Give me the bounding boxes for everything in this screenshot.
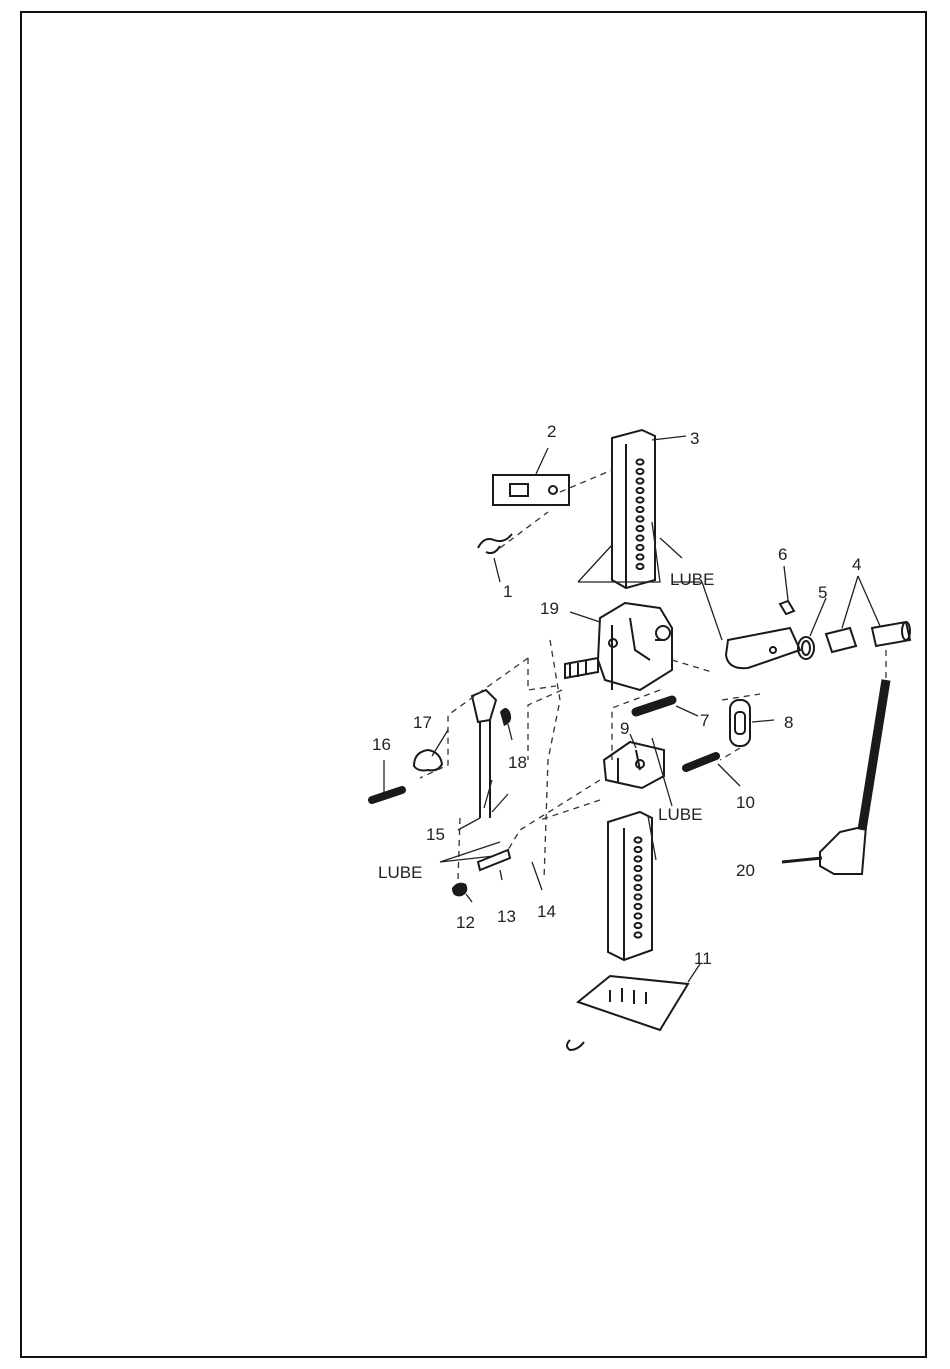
rail-hole	[637, 545, 644, 550]
rail-hole	[635, 837, 642, 842]
sleeves	[826, 622, 910, 652]
rail-hole	[637, 554, 644, 559]
part-number-13: 13	[497, 907, 516, 926]
part-labels: 1 2 3 4 5 6 7 8 9 10 11 12 13 14 15 16 1…	[372, 422, 861, 968]
base-plate	[567, 976, 688, 1050]
upper-rail	[612, 430, 655, 588]
part-number-18: 18	[508, 753, 527, 772]
rail-hole	[635, 856, 642, 861]
mounting-plate	[493, 475, 569, 505]
rail-hole	[635, 847, 642, 852]
part-number-12: 12	[456, 913, 475, 932]
rail-hole	[637, 507, 644, 512]
part-number-14: 14	[537, 902, 556, 921]
rail-hole	[637, 564, 644, 569]
part-number-15: 15	[426, 825, 445, 844]
rail-hole	[635, 866, 642, 871]
part-number-5: 5	[818, 583, 827, 602]
lower-rail	[608, 812, 652, 960]
leader-lines	[384, 436, 880, 982]
lever-mechanism	[726, 601, 814, 668]
part-number-17: 17	[413, 713, 432, 732]
rail-hole	[635, 913, 642, 918]
rail-hole	[635, 875, 642, 880]
rail-hole	[635, 932, 642, 937]
handle	[782, 680, 886, 874]
part-number-7: 7	[700, 711, 709, 730]
clip	[478, 534, 512, 553]
rail-hole	[637, 516, 644, 521]
lube-label-top: LUBE	[670, 570, 714, 589]
rail-hole	[637, 459, 644, 464]
rail-hole	[635, 923, 642, 928]
part-number-9: 9	[620, 719, 629, 738]
part-number-20: 20	[736, 861, 755, 880]
part-number-10: 10	[736, 793, 755, 812]
part-number-6: 6	[778, 545, 787, 564]
rail-hole	[637, 535, 644, 540]
rail-hole	[635, 894, 642, 899]
rail-hole	[637, 469, 644, 474]
link	[730, 700, 750, 746]
part-number-2: 2	[547, 422, 556, 441]
part-number-8: 8	[784, 713, 793, 732]
part-number-19: 19	[540, 599, 559, 618]
rail-hole	[635, 904, 642, 909]
part-number-16: 16	[372, 735, 391, 754]
part-number-4: 4	[852, 555, 861, 574]
rail-hole	[637, 488, 644, 493]
part-number-3: 3	[690, 429, 699, 448]
rail-hole	[637, 526, 644, 531]
lube-label-middle: LUBE	[658, 805, 702, 824]
part-number-1: 1	[503, 582, 512, 601]
lube-label-left: LUBE	[378, 863, 422, 882]
part-number-11: 11	[694, 949, 712, 968]
rail-hole	[637, 478, 644, 483]
rail-hole	[635, 885, 642, 890]
rail-hole	[637, 497, 644, 502]
